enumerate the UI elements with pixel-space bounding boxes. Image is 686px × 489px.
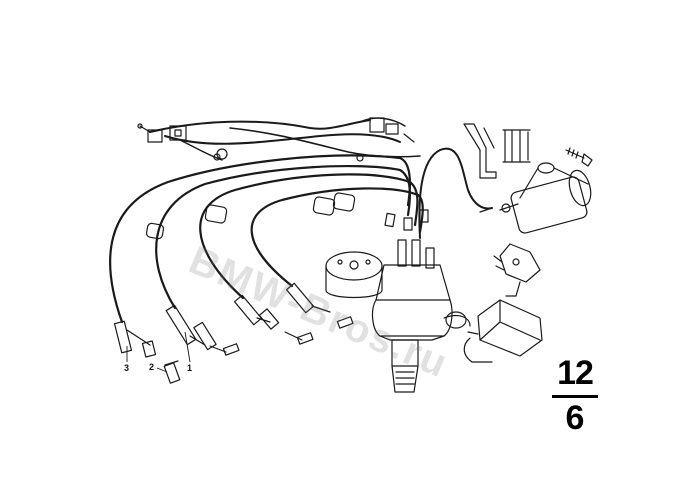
condenser-unit (463, 299, 543, 363)
group-number-main: 12 (557, 354, 594, 392)
rubber-sleeve-3 (312, 192, 356, 216)
ignition-lead-2 (155, 164, 411, 310)
ignition-lead-3 (199, 173, 419, 300)
coil-lead (418, 147, 493, 239)
group-number-sub: 6 (565, 399, 585, 437)
callout-label-3: 3 (124, 363, 130, 373)
ignition-coil (479, 162, 592, 234)
callout-label-1: 1 (187, 363, 193, 373)
rubber-sleeve-2 (204, 204, 228, 224)
spark-plug-terminal (163, 360, 181, 384)
mounting-bracket (463, 123, 497, 179)
plug-connector-2 (233, 294, 314, 345)
harness-plug-right (213, 117, 415, 162)
rubber-sleeve-1 (145, 222, 165, 240)
plug-connector-4 (285, 282, 354, 329)
plug-connector-1 (165, 304, 240, 356)
distributor-lead-stubs (384, 209, 429, 231)
callout-label-2: 2 (149, 362, 155, 372)
harness-connector-block (137, 123, 187, 143)
wire-clips (502, 129, 531, 163)
distributor-cap-loose (325, 251, 383, 299)
callout-leaders (126, 331, 191, 373)
bolt-screw (565, 147, 593, 167)
ignition-lead-1 (109, 154, 411, 324)
wiring-harness (149, 117, 421, 161)
resistor-module (493, 243, 541, 297)
ignition-lead-4 (250, 187, 424, 288)
plug-connector-3 (113, 320, 157, 358)
distributor-assembly (371, 239, 471, 393)
group-number-divider (552, 395, 598, 398)
